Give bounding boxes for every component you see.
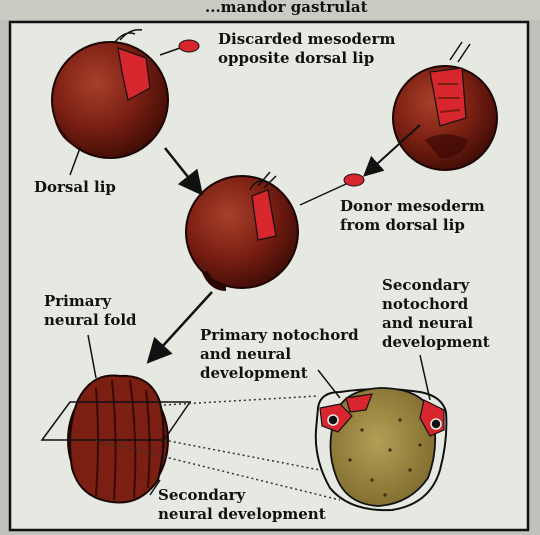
label-secondary-notochord-line1: Secondary [382,276,471,294]
label-primary-notochord-line1: Primary notochord [200,326,359,344]
label-primary-notochord-line2: and neural [200,345,291,363]
label-primary-neural-fold-line2: neural fold [44,311,137,329]
label-secondary-neural-line1: Secondary [158,486,247,504]
label-primary-notochord-line3: development [200,364,308,382]
label-discarded-line2: opposite dorsal lip [218,49,374,67]
donor-mesoderm-piece [344,174,364,186]
label-secondary-notochord-line4: development [382,333,490,351]
yolk-mass [330,388,435,506]
label-secondary-neural-line2: neural development [158,505,326,523]
label-discarded-line1: Discarded mesoderm [218,30,395,48]
label-secondary-notochord-line2: notochord [382,295,469,313]
cross-section [316,388,447,510]
embryo-neurula [68,376,168,503]
label-donor-line2: from dorsal lip [340,216,465,234]
discarded-mesoderm-piece [179,40,199,52]
label-primary-neural-fold-line1: Primary [44,292,112,310]
label-donor-line1: Donor mesoderm [340,197,485,215]
label-secondary-notochord-line3: and neural [382,314,473,332]
label-dorsal-lip: Dorsal lip [34,178,116,196]
header-fragment: ...mandor gastrulat [205,0,368,16]
